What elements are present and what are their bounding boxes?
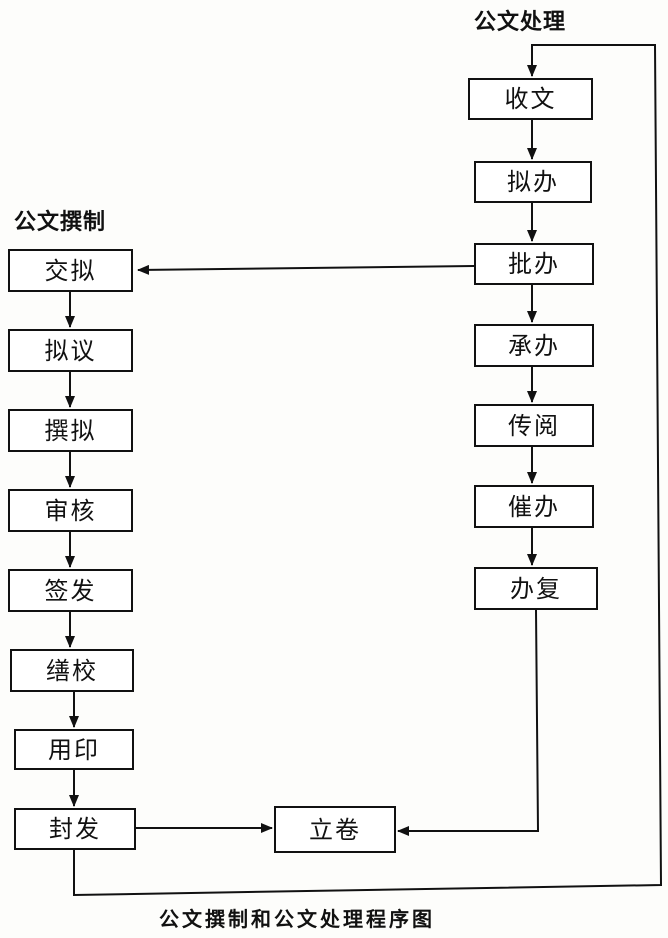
node-niyi: 拟议 — [8, 329, 133, 372]
node-piban: 批办 — [474, 243, 594, 285]
node-shouwen: 收文 — [468, 78, 593, 120]
drafting-title: 公文撰制 — [14, 210, 107, 235]
node-qianfa: 签发 — [8, 569, 133, 612]
node-niban: 拟办 — [474, 161, 592, 203]
node-chengban: 承办 — [474, 324, 594, 367]
arrow-piban-to-jiaoni — [137, 264, 475, 275]
node-fengfa: 封发 — [14, 808, 136, 850]
node-jiaoni: 交拟 — [8, 249, 133, 292]
node-banfu: 办复 — [474, 567, 598, 610]
node-cuiban: 催办 — [474, 485, 594, 528]
diagram-caption: 公文撰制和公文处理程序图 — [159, 907, 435, 931]
processing-title: 公文处理 — [474, 10, 567, 35]
arrow-banfu-to-lijuan — [397, 609, 540, 836]
arrow-fengfa-loop-to-shouwen — [73, 44, 663, 897]
node-zhuanni: 撰拟 — [8, 409, 133, 452]
node-yongyin: 用印 — [14, 729, 134, 770]
node-shenhe: 审核 — [8, 489, 133, 532]
node-lijuan: 立卷 — [274, 806, 396, 853]
node-shanjiao: 缮校 — [10, 649, 134, 692]
node-chuanyue: 传阅 — [474, 404, 594, 447]
